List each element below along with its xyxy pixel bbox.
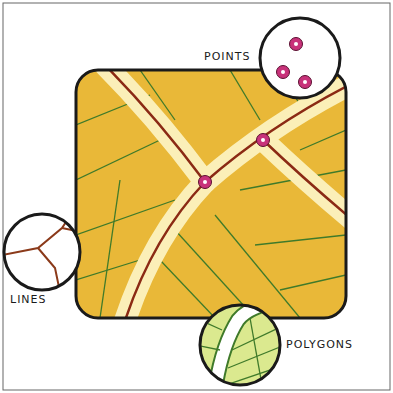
lines-lens bbox=[2, 214, 82, 292]
polygons-lens bbox=[195, 300, 285, 390]
points-lens bbox=[260, 18, 340, 98]
map-type-label: LINES bbox=[10, 293, 47, 306]
frame bbox=[3, 3, 390, 390]
map-type-label: POLYGONS bbox=[286, 338, 353, 351]
map-content bbox=[76, 70, 346, 318]
map-type-label: POINTS bbox=[204, 50, 250, 63]
point-symbols bbox=[199, 134, 270, 189]
